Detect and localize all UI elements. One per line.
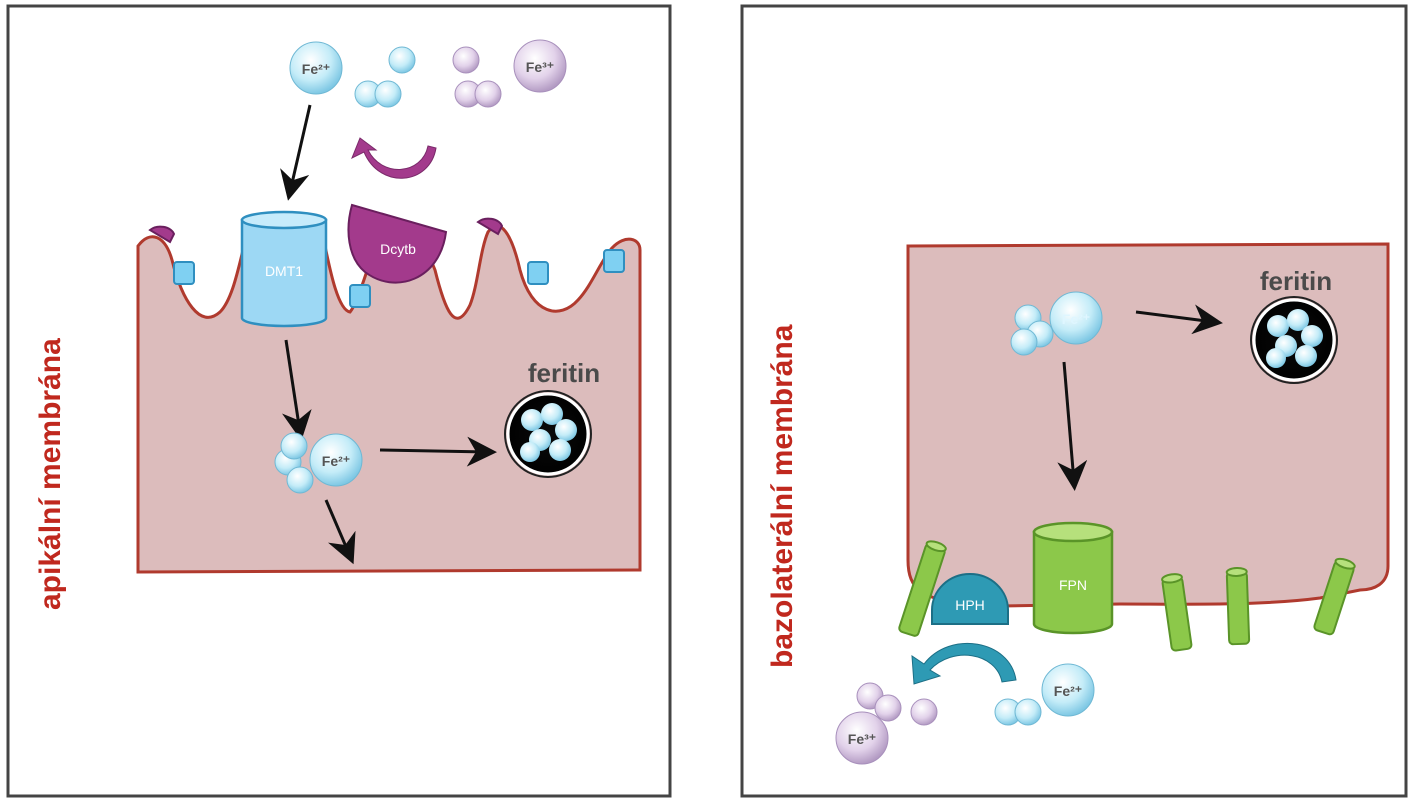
arrow-to-fpn <box>1057 361 1088 491</box>
fe2-ion-top: Fe²⁺ <box>289 41 343 95</box>
fe2-cluster-top <box>354 46 416 108</box>
dcytb-cap <box>476 217 504 236</box>
fe3-ion-top: Fe³⁺ <box>513 39 567 93</box>
hph-enzyme: HPH <box>931 573 1009 625</box>
dmt1-label: DMT1 <box>265 263 303 279</box>
basolateral-cell <box>906 242 1390 608</box>
fe2-cluster-right: Fe²⁺ <box>1010 291 1103 356</box>
dcytb-enzyme: Dcytb <box>347 203 448 284</box>
svg-text:Fe³⁺: Fe³⁺ <box>848 731 876 747</box>
dmt1-unit <box>527 261 549 285</box>
arrow-to-basolateral <box>324 499 356 565</box>
dmt1-transporter: DMT1 <box>240 210 328 328</box>
fe2-cluster-cell: Fe²⁺ <box>274 432 363 494</box>
fpn-unit <box>1161 573 1193 652</box>
feritin-label-right: feritin <box>1260 266 1332 296</box>
fe3-cluster-top <box>452 46 502 108</box>
left-panel: DMT1 Dcytb Fe²⁺ Fe³⁺ <box>6 4 672 798</box>
right-panel: Fe²⁺ feritin FPN <box>740 4 1408 798</box>
feritin-right <box>1250 296 1338 384</box>
dmt1-unit <box>603 249 625 273</box>
arrow-to-feritin-right <box>1135 304 1223 335</box>
fe2-ion-out: Fe²⁺ <box>1041 663 1095 717</box>
basolateral-membrane-label: bazolaterální membrána <box>766 324 799 668</box>
oxidation-arrow <box>911 642 1017 685</box>
dmt1-unit <box>349 284 371 308</box>
apical-membrane-label: apikální membrána <box>34 338 67 610</box>
fe3-ion-out: Fe³⁺ <box>835 711 889 765</box>
fpn-unit <box>898 540 947 637</box>
hph-label: HPH <box>955 597 985 613</box>
fpn-transporter: FPN <box>1032 521 1114 635</box>
svg-text:Fe²⁺: Fe²⁺ <box>1062 311 1090 327</box>
arrow-to-feritin <box>379 436 497 467</box>
dmt1-unit <box>173 261 195 285</box>
svg-text:Fe³⁺: Fe³⁺ <box>526 59 554 75</box>
reduction-arrow <box>351 137 437 179</box>
svg-text:Fe²⁺: Fe²⁺ <box>302 61 330 77</box>
fpn-label: FPN <box>1059 577 1087 593</box>
arrow-dmt1-to-cell <box>282 339 312 441</box>
feritin-label-left: feritin <box>528 358 600 388</box>
arrow-fe2-to-dmt1 <box>280 104 312 201</box>
fe3-cluster-out <box>856 682 938 726</box>
fpn-unit <box>1225 567 1251 646</box>
dcytb-cap <box>148 225 176 244</box>
fpn-unit <box>1313 557 1356 636</box>
dcytb-label: Dcytb <box>380 241 416 257</box>
feritin-left <box>504 390 592 478</box>
fe2-cluster-out <box>994 698 1042 726</box>
svg-text:Fe²⁺: Fe²⁺ <box>322 453 350 469</box>
svg-text:Fe²⁺: Fe²⁺ <box>1054 683 1082 699</box>
